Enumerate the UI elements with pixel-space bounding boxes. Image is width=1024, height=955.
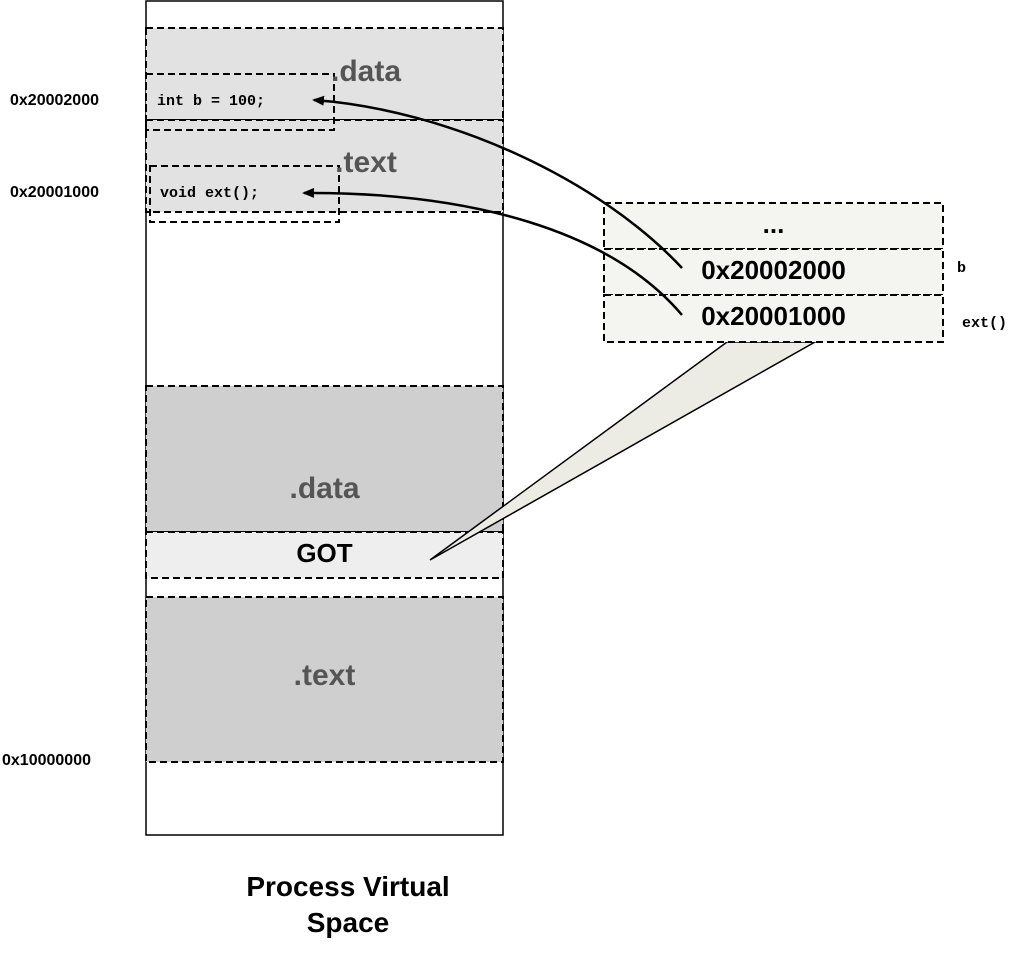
got-label: GOT	[296, 538, 353, 568]
exe-text-segment	[145, 596, 504, 763]
shared-data-label: .data	[330, 55, 402, 88]
got-entry-symbol-ext: ext()	[962, 315, 1008, 332]
got-entry-value-ext: 0x20001000	[701, 301, 846, 331]
void-ext-code: void ext();	[160, 185, 260, 202]
exe-data-label: .data	[289, 472, 360, 505]
got-table-ellipsis: ...	[762, 209, 785, 239]
address-label-base: 0x10000000	[2, 752, 91, 769]
address-label-data: 0x20002000	[10, 92, 99, 109]
got-table-ellipsis-row	[603, 202, 944, 250]
shared-text-label: .text	[335, 146, 397, 179]
got-entry-symbol-b: b	[957, 260, 967, 277]
int-b-code: int b = 100;	[157, 93, 266, 110]
got-table-row-ext	[603, 294, 944, 343]
exe-text-label: .text	[293, 659, 356, 692]
got-segment	[145, 531, 504, 579]
arrow-got-to-ext	[302, 187, 683, 316]
void-ext-code-box	[149, 165, 340, 223]
got-entry-value-b: 0x20002000	[701, 255, 846, 285]
arrow-got-to-b	[312, 95, 683, 269]
diagram-caption: Process Virtual Space	[246, 871, 450, 938]
address-label-text: 0x20001000	[10, 184, 99, 201]
exe-data-segment	[145, 385, 504, 533]
